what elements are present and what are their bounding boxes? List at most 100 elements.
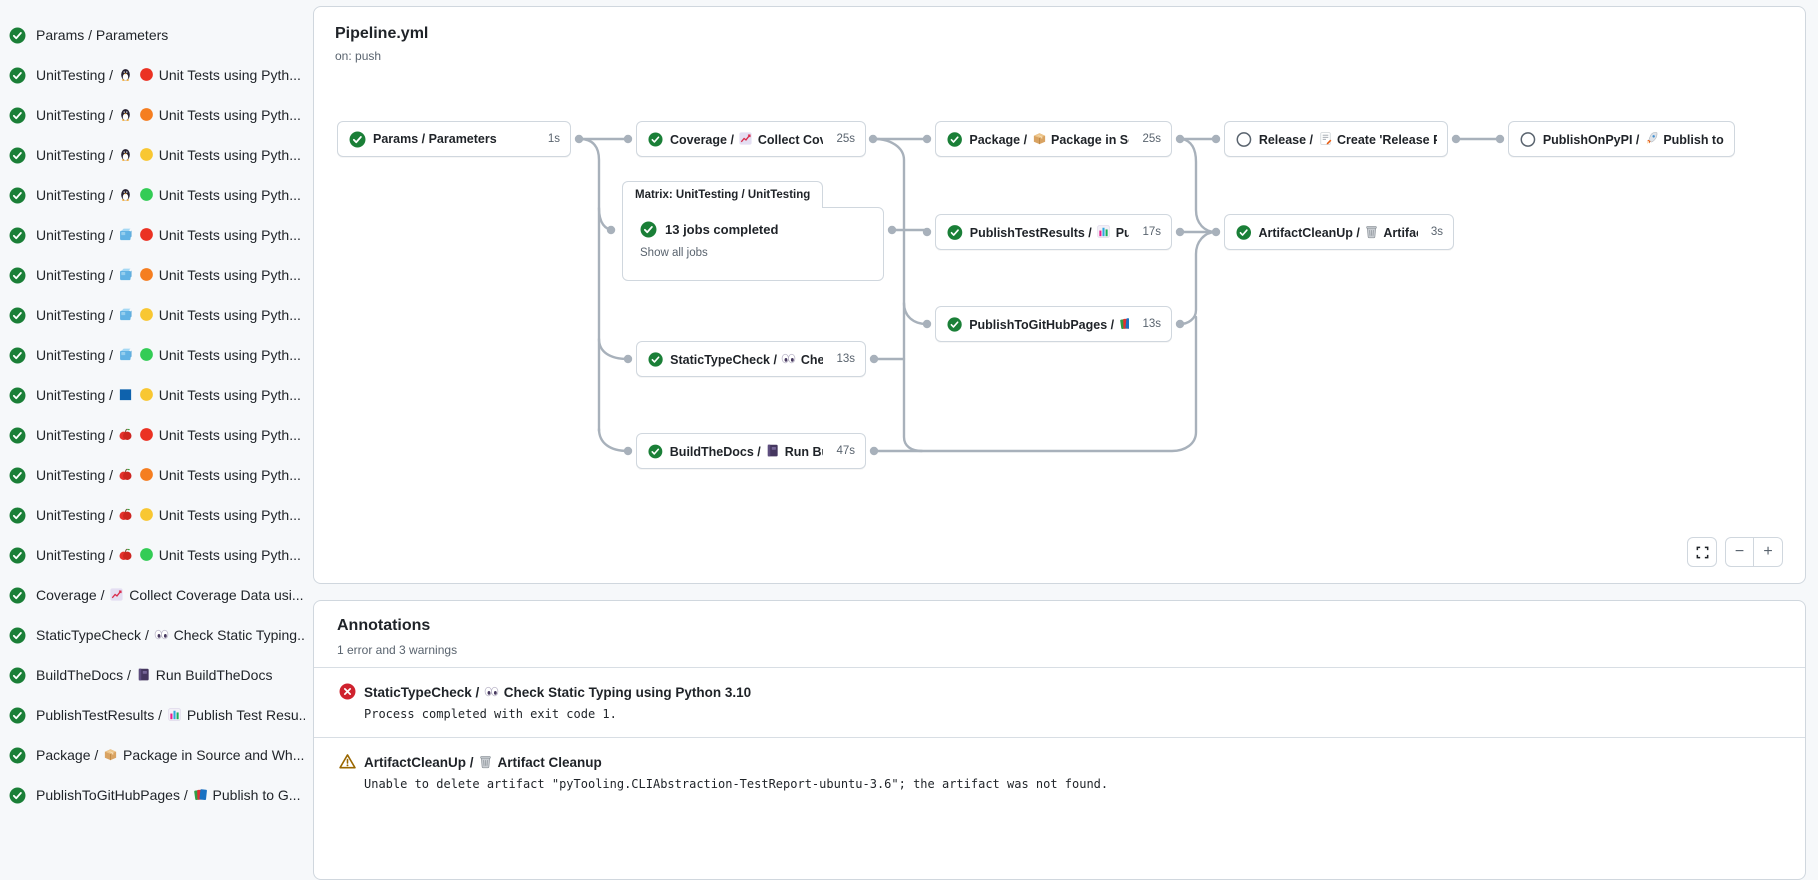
annotation-title[interactable]: StaticTypeCheck / Check Static Typing us… (339, 683, 1805, 700)
annotation-error: StaticTypeCheck / Check Static Typing us… (314, 667, 1805, 737)
sidebar-job-item[interactable]: StaticTypeCheck / Check Static Typing... (0, 615, 305, 655)
graph-node-coverage[interactable]: Coverage / Collect Cove...25s (636, 121, 866, 157)
error-icon (339, 683, 356, 700)
barchart-icon (167, 707, 182, 722)
fullscreen-button[interactable] (1687, 537, 1717, 567)
sidebar-job-item[interactable]: UnitTesting / Unit Tests using Pyth... (0, 535, 305, 575)
success-icon (9, 587, 26, 604)
annotation-title-text: ArtifactCleanUp / Artifact Cleanup (364, 754, 602, 770)
graph-node-label: StaticTypeCheck / Chec... (670, 351, 824, 367)
sidebar-job-item[interactable]: UnitTesting / Unit Tests using Pyth... (0, 495, 305, 535)
sidebar-job-label: UnitTesting / Unit Tests using Pyth... (36, 107, 301, 123)
success-icon (1236, 224, 1252, 241)
graph-node-publishtestresults[interactable]: PublishTestResults / Pu...17s (935, 214, 1172, 250)
chart-icon (738, 131, 753, 146)
rocket-icon (1644, 131, 1659, 146)
sidebar-job-item[interactable]: UnitTesting / Unit Tests using Pyth... (0, 335, 305, 375)
sidebar-job-item[interactable]: UnitTesting / Unit Tests using Pyth... (0, 55, 305, 95)
sidebar-job-item[interactable]: UnitTesting / Unit Tests using Pyth... (0, 215, 305, 255)
zoom-out-button[interactable]: − (1726, 538, 1754, 566)
dot-yellow-icon (139, 147, 154, 162)
sidebar-job-item[interactable]: PublishTestResults / Publish Test Resu..… (0, 695, 305, 735)
success-icon (9, 547, 26, 564)
freebsd-icon (118, 227, 133, 242)
dot-yellow-icon (139, 307, 154, 322)
package-icon (1032, 131, 1047, 146)
sidebar-job-item[interactable]: Package / Package in Source and Wh... (0, 735, 305, 775)
trash-icon (1364, 224, 1379, 239)
sidebar-job-item[interactable]: UnitTesting / Unit Tests using Pyth... (0, 175, 305, 215)
graph-node-release[interactable]: Release / Create 'Release P... (1224, 121, 1448, 157)
success-icon (9, 307, 26, 324)
sidebar-job-label: BuildTheDocs / Run BuildTheDocs (36, 667, 273, 683)
graph-node-label: Package / Package in So... (969, 131, 1129, 147)
dot-green-icon (139, 187, 154, 202)
annotation-title[interactable]: ArtifactCleanUp / Artifact Cleanup (339, 753, 1805, 770)
chart-icon (109, 587, 124, 602)
zoom-in-button[interactable]: + (1763, 543, 1773, 560)
graph-node-duration: 13s (1142, 318, 1161, 330)
graph-node-package[interactable]: Package / Package in So... 25s (935, 121, 1172, 157)
sidebar-job-item[interactable]: UnitTesting / Unit Tests using Pyth... (0, 135, 305, 175)
sidebar-job-label: UnitTesting / Unit Tests using Pyth... (36, 467, 301, 483)
sidebar-job-label: UnitTesting / Unit Tests using Pyth... (36, 227, 301, 243)
sidebar-job-label: Package / Package in Source and Wh... (36, 747, 305, 763)
dot-orange-icon (139, 107, 154, 122)
linux-icon (118, 147, 133, 162)
sidebar-job-item[interactable]: Coverage / Collect Coverage Data usi... (0, 575, 305, 615)
books-icon (193, 787, 208, 802)
windows-icon (118, 387, 133, 402)
graph-node-artifactcleanup[interactable]: ArtifactCleanUp / Artifac...3s (1224, 214, 1454, 250)
sidebar-job-item[interactable]: UnitTesting / Unit Tests using Pyth... (0, 95, 305, 135)
graph-node-duration: 13s (836, 353, 855, 365)
book-icon (765, 443, 780, 458)
show-all-jobs-link[interactable]: Show all jobs (640, 247, 708, 259)
sidebar-job-label: Params / Parameters (36, 27, 169, 43)
eyes-icon (484, 684, 499, 699)
graph-controls: − + (1687, 537, 1783, 567)
success-icon (9, 267, 26, 284)
workflow-file-title: Pipeline.yml (335, 25, 429, 42)
pipeline-graph-card: Pipeline.yml on: push (313, 6, 1806, 584)
graph-node-duration: 3s (1430, 226, 1443, 238)
annotation-detail: Unable to delete artifact "pyTooling.CLI… (364, 777, 1109, 791)
trash-icon (478, 754, 493, 769)
sidebar-job-item[interactable]: UnitTesting / Unit Tests using Pyth... (0, 255, 305, 295)
sidebar-job-label: UnitTesting / Unit Tests using Pyth... (36, 267, 301, 283)
graph-node-buildthedocs[interactable]: BuildTheDocs / Run Buil...47s (636, 433, 866, 469)
sidebar-job-item[interactable]: UnitTesting / Unit Tests using Pyth... (0, 455, 305, 495)
success-icon (947, 224, 963, 241)
graph-node-publishonpypi[interactable]: PublishOnPyPI / Publish to ... (1508, 121, 1735, 157)
sidebar-job-label: PublishTestResults / Publish Test Resu..… (36, 707, 305, 723)
success-icon (9, 147, 26, 164)
sidebar-job-item[interactable]: Params / Parameters (0, 15, 305, 55)
freebsd-icon (118, 347, 133, 362)
graph-node-statictypecheck[interactable]: StaticTypeCheck / Chec... 13s (636, 341, 866, 377)
sidebar-job-item[interactable]: UnitTesting / Unit Tests using Pyth... (0, 295, 305, 335)
graph-node-duration: 17s (1142, 226, 1161, 238)
success-icon (9, 667, 26, 684)
sidebar-job-item[interactable]: UnitTesting / Unit Tests using Pyth... (0, 415, 305, 455)
workflow-trigger: on: push (335, 49, 382, 63)
success-icon (9, 187, 26, 204)
success-icon (648, 131, 663, 148)
sidebar-job-item[interactable]: UnitTesting / Unit Tests using Pyth... (0, 375, 305, 415)
sidebar-job-label: UnitTesting / Unit Tests using Pyth... (36, 547, 301, 563)
sidebar-job-item[interactable]: PublishToGitHubPages / Publish to G... (0, 775, 305, 815)
sidebar-job-label: PublishToGitHubPages / Publish to G... (36, 787, 301, 803)
success-icon (9, 467, 26, 484)
matrix-group-unittesting[interactable]: Matrix: UnitTesting / UnitTesting 13 job… (622, 181, 884, 281)
eyes-icon (781, 351, 796, 366)
apple-icon (118, 467, 133, 482)
graph-node-label: Coverage / Collect Cove... (670, 131, 823, 147)
sidebar-job-item[interactable]: BuildTheDocs / Run BuildTheDocs (0, 655, 305, 695)
matrix-group-title: Matrix: UnitTesting / UnitTesting (622, 181, 824, 208)
graph-node-duration: 25s (1142, 133, 1161, 145)
annotation-title-text: StaticTypeCheck / Check Static Typing us… (364, 684, 752, 700)
success-icon (9, 347, 26, 364)
graph-node-publishtogithubpages[interactable]: PublishToGitHubPages / ...13s (935, 306, 1172, 342)
skipped-icon (1520, 131, 1536, 148)
